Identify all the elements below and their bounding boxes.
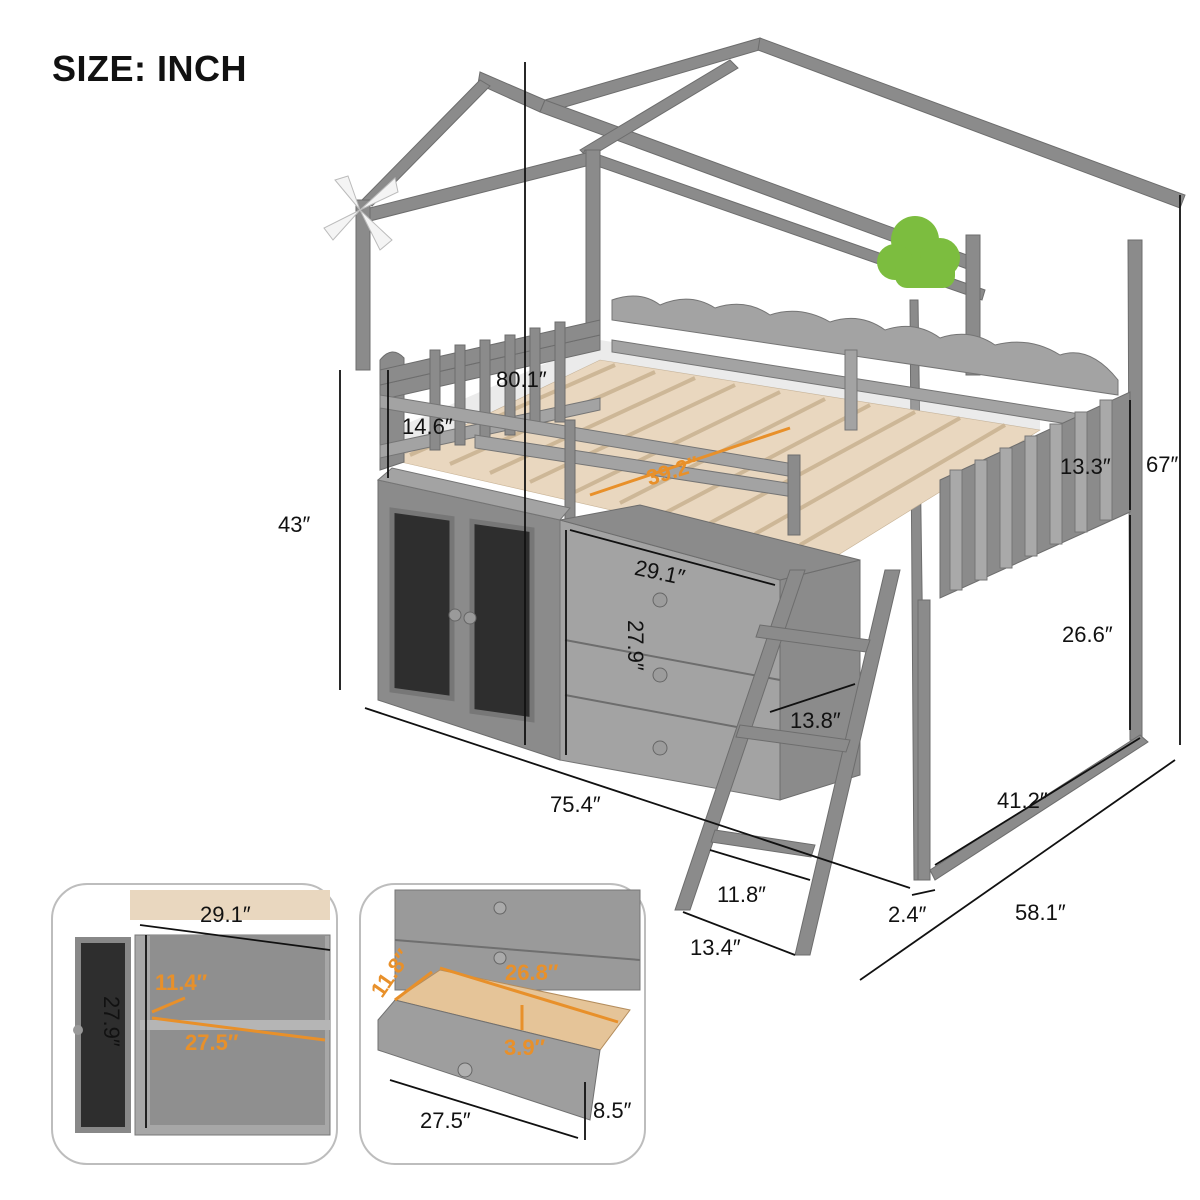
label-ladder-step: 11.8″ <box>717 882 766 907</box>
front-guardrail <box>379 394 801 536</box>
label-platform-height: 43″ <box>278 512 310 537</box>
right-posts <box>917 599 1149 881</box>
left-guardrail <box>379 319 601 471</box>
label-overall-height: 80.1″ <box>496 367 547 392</box>
label-dresser-depth: 13.8″ <box>790 708 841 733</box>
cabinet <box>376 467 571 761</box>
drawer-inset <box>359 883 646 1165</box>
cabinet-inset <box>51 883 338 1165</box>
label-guardrail-right: 13.3″ <box>1060 454 1111 479</box>
label-dresser-height: 27.9″ <box>623 620 648 671</box>
inset-drawer-front-width: 27.5″ <box>420 1108 471 1133</box>
inset-drawer-front-height: 8.5″ <box>593 1098 632 1123</box>
size-unit-title: SIZE: INCH <box>52 48 248 89</box>
label-ladder-base: 13.4″ <box>690 935 741 960</box>
dresser <box>559 504 861 801</box>
inset-cabinet-shelf-depth: 11.4″ <box>155 970 208 995</box>
dimension-lines <box>339 62 1181 981</box>
label-width-total: 58.1″ <box>1015 900 1066 925</box>
label-under-clearance: 26.6″ <box>1062 622 1113 647</box>
label-guardrail-left: 14.6″ <box>402 414 453 439</box>
inset-drawer-inner-width: 26.8″ <box>505 960 559 985</box>
label-width-inner: 41.2″ <box>997 788 1048 813</box>
inset-drawer-inner-height: 3.9″ <box>504 1035 546 1060</box>
inset-cabinet-height: 27.9″ <box>99 996 124 1047</box>
label-roof-height: 67″ <box>1146 452 1178 477</box>
inset-cabinet-width: 29.1″ <box>200 902 251 927</box>
right-guardrail <box>939 391 1131 599</box>
label-length: 75.4″ <box>550 792 601 817</box>
pinwheel-decoration <box>323 175 399 251</box>
label-post-gap: 2.4″ <box>888 902 927 927</box>
cloud-decoration <box>877 216 960 288</box>
inset-cabinet-shelf-width: 27.5″ <box>185 1030 239 1055</box>
